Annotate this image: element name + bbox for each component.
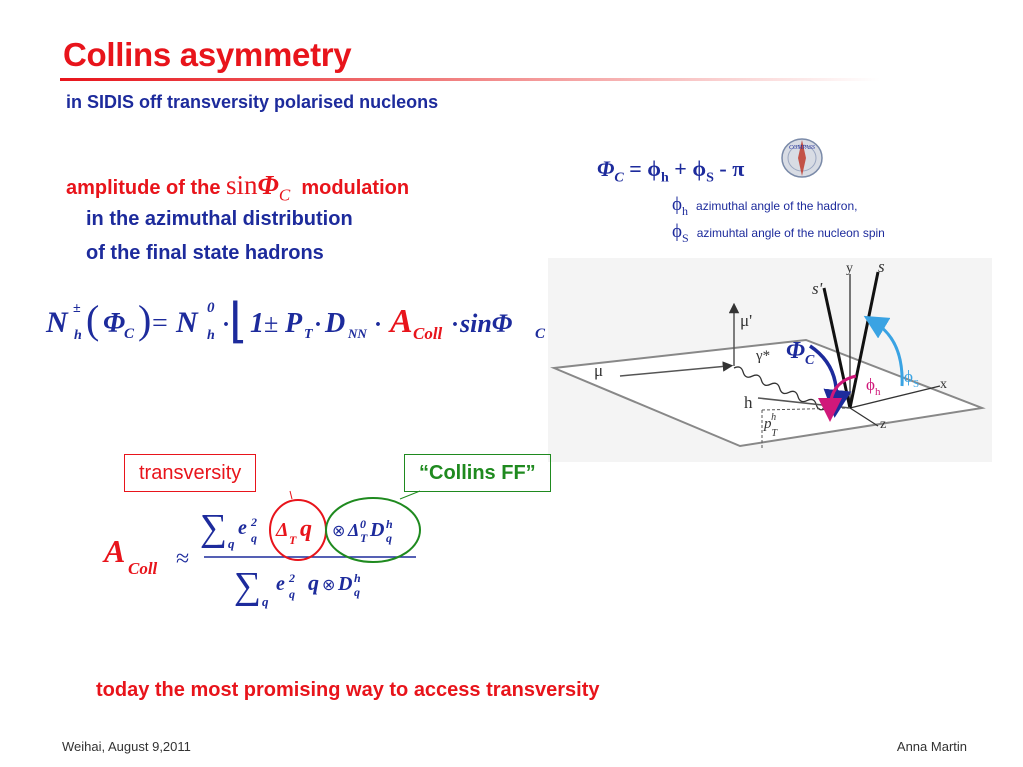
collins-distribution-formula: N ± h ( Φ C ) = N 0 h · ⌊ 1 ± P T · D NN… (45, 295, 573, 348)
amplitude-suffix: modulation (301, 177, 410, 199)
svg-text:N: N (45, 306, 69, 339)
transversity-box: transversity (124, 454, 257, 492)
y-axis-label: y (846, 261, 853, 276)
collins-ff-box: “Collins FF” (404, 454, 551, 492)
slide-subtitle: in SIDIS off transversity polarised nucl… (66, 92, 439, 112)
svg-text:sinΦ: sinΦ (459, 309, 513, 338)
svg-text:q: q (354, 585, 360, 599)
svg-text:A: A (102, 533, 125, 569)
phi-c-definition: ΦC = ϕh + ϕS - π (597, 156, 745, 186)
svg-text:): ) (138, 297, 151, 342)
x-axis-label: x (940, 377, 947, 392)
svg-text:C: C (124, 326, 135, 342)
compass-logo-icon: COMPASS (781, 138, 823, 178)
spin-prime-label: s' (812, 279, 823, 298)
slide-title: Collins asymmetry (63, 36, 352, 73)
collins-asymmetry-formula: A Coll ≈ ∑ q e 2 q Δ T q ⊗ Δ 0 T D h q ∑… (102, 497, 421, 609)
scattering-plane (550, 338, 986, 448)
phi-h-diagram-label: ϕh (866, 375, 881, 398)
svg-text:±: ± (264, 309, 278, 338)
svg-text:D: D (337, 573, 352, 595)
svg-text:q: q (308, 570, 319, 595)
svg-text:Coll: Coll (413, 324, 443, 343)
svg-text:·: · (314, 312, 322, 338)
z-axis-label: z (880, 417, 886, 432)
svg-text:e: e (238, 517, 247, 539)
title-underline (60, 78, 880, 81)
svg-text:·: · (222, 312, 230, 338)
footer-date: Weihai, August 9,2011 (62, 739, 191, 754)
phi-s-arc (863, 315, 904, 387)
svg-text:h: h (386, 517, 393, 531)
svg-text:Φ: Φ (103, 308, 125, 339)
phi-s-diagram-label: ϕS (904, 367, 919, 390)
phi-h-arc (818, 374, 857, 422)
phi-c-arc (809, 344, 852, 418)
scattered-muon-label: μ' (740, 311, 752, 330)
svg-text:q: q (228, 536, 235, 551)
svg-text:N: N (175, 306, 199, 339)
svg-text:=: = (152, 308, 168, 339)
sin-phi-math: sinΦC (226, 170, 291, 205)
svg-text:q: q (300, 516, 312, 542)
svg-text:q: q (251, 531, 257, 545)
svg-text:2: 2 (250, 515, 257, 529)
conclusion-text: today the most promising way to access t… (96, 679, 600, 701)
svg-text:h: h (354, 571, 361, 585)
footer-author: Anna Martin (896, 739, 967, 754)
hadron-label: h (744, 393, 753, 412)
svg-text:1: 1 (250, 308, 264, 339)
svg-text:T: T (289, 533, 297, 547)
svg-text:h: h (74, 328, 82, 343)
svg-text:≈: ≈ (176, 546, 189, 572)
svg-text:q: q (262, 594, 269, 609)
svg-text:q: q (386, 531, 392, 545)
phi-c-diagram-label: ΦC (786, 338, 815, 368)
muon-label: μ (594, 361, 603, 380)
svg-text:A: A (388, 303, 413, 340)
svg-text:Coll: Coll (128, 559, 158, 578)
svg-text:T: T (360, 531, 368, 545)
photon-label: γ* (755, 348, 770, 364)
svg-text:D: D (324, 308, 345, 339)
svg-text:∑: ∑ (234, 565, 261, 607)
collins-ff-circle (325, 497, 421, 563)
svg-text:·: · (451, 312, 459, 338)
svg-text:⊗: ⊗ (332, 523, 345, 540)
svg-text:Δ: Δ (275, 519, 289, 541)
svg-text:∑: ∑ (200, 507, 227, 549)
svg-text:T: T (304, 327, 314, 342)
svg-text:h: h (207, 328, 215, 343)
svg-text:q: q (289, 587, 295, 601)
svg-text:NN: NN (347, 326, 367, 341)
svg-text:0: 0 (207, 300, 215, 316)
svg-text:0: 0 (360, 517, 366, 531)
amplitude-prefix: amplitude of the (66, 177, 221, 199)
spin-label: s (878, 258, 885, 276)
svg-text:P: P (284, 308, 303, 339)
svg-text:·: · (374, 312, 382, 338)
pt-label: pTh (763, 412, 779, 439)
azimuthal-distribution-text: in the azimuthal distribution (86, 208, 353, 230)
svg-text:⊗: ⊗ (322, 577, 335, 594)
svg-text:COMPASS: COMPASS (789, 145, 815, 151)
kinematics-diagram: μ μ' γ* y x z s s' h pTh ΦC ϕh ϕS (548, 258, 992, 462)
svg-text:e: e (276, 573, 285, 595)
svg-text:(: ( (86, 297, 99, 342)
svg-text:Δ: Δ (347, 520, 359, 540)
amplitude-line: amplitude of the sinΦC modulation (66, 170, 409, 205)
svg-text:C: C (535, 326, 546, 342)
svg-text:D: D (369, 519, 384, 541)
final-state-hadrons-text: of the final state hadrons (86, 242, 324, 264)
svg-text:2: 2 (288, 571, 295, 585)
svg-text:±: ± (73, 301, 81, 316)
svg-text:⌊: ⌊ (229, 295, 248, 348)
